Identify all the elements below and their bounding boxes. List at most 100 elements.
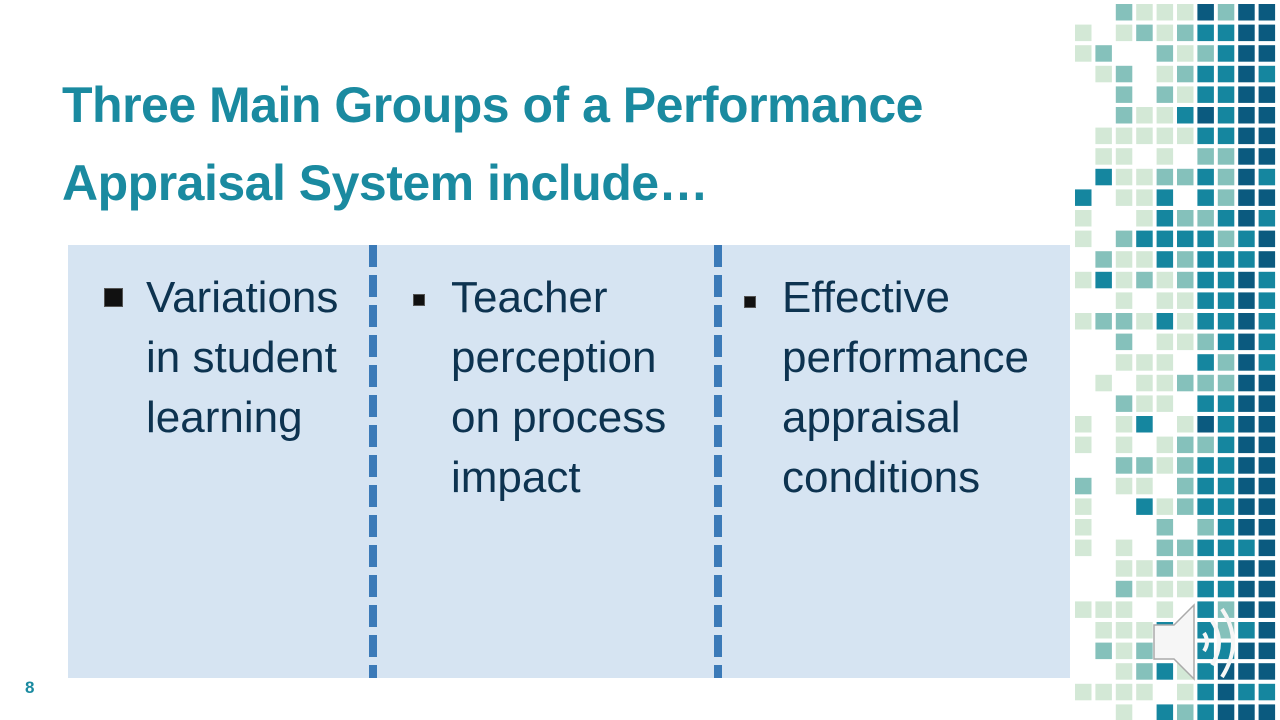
mosaic-tile: [1258, 560, 1276, 577]
mosaic-tile: [1177, 107, 1194, 124]
mosaic-tile: [1238, 333, 1255, 351]
mosaic-tile: [1177, 127, 1194, 145]
mosaic-tile: [1238, 148, 1255, 165]
mosaic-tile: [1258, 642, 1276, 660]
mosaic-tile: [1115, 271, 1133, 289]
mosaic-tile: [1136, 457, 1153, 474]
mosaic-tile: [1177, 168, 1194, 186]
mosaic-tile: [1238, 498, 1255, 515]
mosaic-tile: [1075, 683, 1092, 701]
mosaic-tile: [1258, 333, 1276, 351]
bullet-text-line: in student: [146, 333, 337, 382]
mosaic-tile: [1258, 313, 1276, 330]
mosaic-tile: [1217, 189, 1235, 206]
mosaic-tile: [1136, 210, 1153, 227]
mosaic-tile: [1217, 498, 1235, 515]
mosaic-tile: [1095, 622, 1112, 639]
mosaic-tile: [1197, 704, 1214, 720]
mosaic-tile: [1136, 313, 1153, 330]
mosaic-tile: [1136, 189, 1153, 206]
mosaic-tile: [1217, 416, 1235, 433]
mosaic-tile: [1177, 65, 1194, 83]
slide-title: Three Main Groups of a Performance Appra…: [62, 66, 923, 222]
mosaic-tile: [1156, 65, 1174, 83]
mosaic-tile: [1258, 127, 1276, 145]
mosaic-tile: [1136, 498, 1153, 515]
mosaic-tile: [1197, 189, 1214, 206]
mosaic-tile: [1136, 4, 1153, 21]
mosaic-tile: [1238, 354, 1255, 371]
mosaic-tile: [1095, 374, 1112, 392]
mosaic-tile: [1136, 560, 1153, 577]
mosaic-tile: [1177, 683, 1194, 701]
mosaic-tile: [1217, 580, 1235, 598]
mosaic-tile: [1156, 168, 1174, 186]
mosaic-tile: [1115, 663, 1133, 680]
mosaic-tile: [1115, 457, 1133, 474]
mosaic-tile: [1136, 168, 1153, 186]
mosaic-tile: [1095, 65, 1112, 83]
mosaic-tile: [1258, 519, 1276, 536]
mosaic-tile: [1115, 148, 1133, 165]
bullet-text-line: learning: [146, 393, 303, 442]
mosaic-tile: [1136, 24, 1153, 42]
mosaic-tile: [1258, 601, 1276, 618]
mosaic-tile: [1075, 24, 1092, 42]
mosaic-tile: [1258, 395, 1276, 412]
mosaic-tile: [1075, 498, 1092, 515]
mosaic-tile: [1095, 45, 1112, 62]
mosaic-tile: [1217, 436, 1235, 454]
mosaic-tile: [1136, 127, 1153, 145]
mosaic-tile: [1258, 45, 1276, 62]
mosaic-tile: [1217, 251, 1235, 268]
mosaic-tile: [1197, 210, 1214, 227]
mosaic-tile: [1258, 4, 1276, 21]
mosaic-tile: [1238, 168, 1255, 186]
mosaic-tile: [1258, 663, 1276, 680]
mosaic-tile: [1177, 230, 1194, 248]
mosaic-tile: [1197, 24, 1214, 42]
mosaic-tile: [1177, 704, 1194, 720]
mosaic-tile: [1156, 354, 1174, 371]
mosaic-tile: [1238, 477, 1255, 495]
mosaic-tile: [1177, 416, 1194, 433]
bullet-text-line: impact: [451, 453, 581, 502]
mosaic-tile: [1238, 4, 1255, 21]
page-number: 8: [25, 678, 35, 697]
mosaic-tile: [1156, 24, 1174, 42]
mosaic-tile: [1136, 416, 1153, 433]
speaker-icon[interactable]: [1152, 603, 1252, 683]
mosaic-tile: [1156, 271, 1174, 289]
mosaic-tile: [1258, 86, 1276, 103]
square-bullet-icon: [744, 296, 756, 308]
mosaic-tile: [1115, 4, 1133, 21]
mosaic-tile: [1095, 251, 1112, 268]
mosaic-tile: [1075, 416, 1092, 433]
mosaic-tile: [1197, 333, 1214, 351]
mosaic-tile: [1238, 127, 1255, 145]
mosaic-tile: [1075, 210, 1092, 227]
mosaic-tile: [1217, 4, 1235, 21]
mosaic-tile: [1197, 127, 1214, 145]
mosaic-tile: [1136, 374, 1153, 392]
mosaic-tile: [1156, 4, 1174, 21]
square-bullet-icon: [413, 294, 425, 306]
mosaic-tile: [1115, 580, 1133, 598]
bullet-text-line: Effective: [782, 273, 950, 322]
mosaic-tile: [1217, 86, 1235, 103]
mosaic-tile: [1136, 622, 1153, 639]
mosaic-tile: [1136, 580, 1153, 598]
mosaic-tile: [1217, 45, 1235, 62]
mosaic-tile: [1115, 354, 1133, 371]
mosaic-tile: [1238, 189, 1255, 206]
mosaic-tile: [1156, 560, 1174, 577]
mosaic-tile: [1217, 374, 1235, 392]
bullet-text-line: appraisal: [782, 393, 961, 442]
mosaic-tile: [1075, 189, 1092, 206]
mosaic-tile: [1177, 292, 1194, 309]
mosaic-tile: [1217, 271, 1235, 289]
mosaic-tile: [1197, 107, 1214, 124]
mosaic-tile: [1258, 622, 1276, 639]
mosaic-tile: [1177, 457, 1194, 474]
mosaic-tile: [1156, 127, 1174, 145]
